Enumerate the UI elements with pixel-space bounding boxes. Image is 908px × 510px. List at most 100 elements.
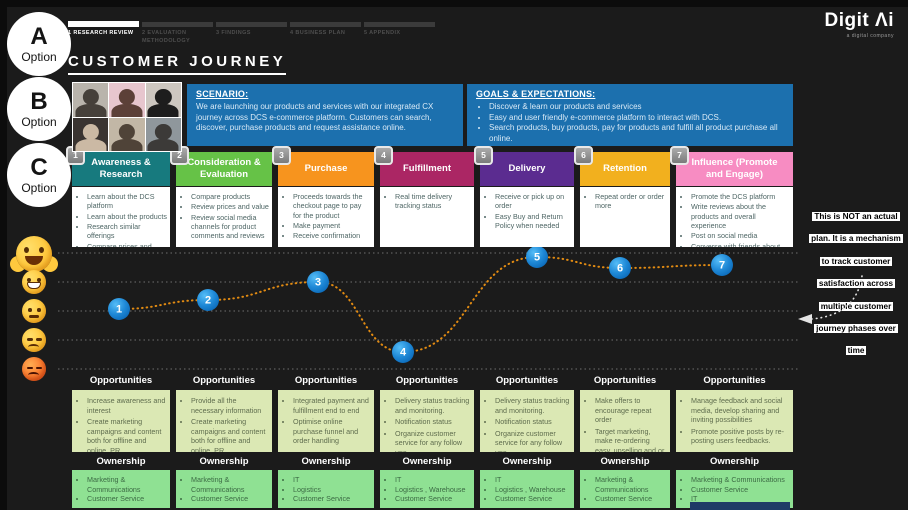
phase-title: Fulfillment [402,163,452,175]
bullet-item: Post on social media [691,231,790,240]
phase-title: Delivery [508,163,546,175]
bullet-item: Easy Buy and Return Policy when needed [495,212,571,231]
page-title: CUSTOMER JOURNEY [68,53,287,75]
chart-spacer [480,247,574,375]
progress-bar-segment [68,21,139,27]
neutral-emoji [22,299,46,323]
bullet-item: Proceeds towards the checkout page to pa… [293,192,371,220]
bullet-item: Logistics , Warehouse [495,485,571,495]
phase-number-badge: 7 [670,146,689,165]
option-b-button[interactable]: B Option [7,77,71,141]
phase-number-badge: 4 [374,146,393,165]
bullet-item: Notification status [495,417,571,427]
happy-emoji [22,270,46,294]
bullet-item: IT [395,475,471,485]
chart-spacer [580,247,670,375]
angry-emoji [22,357,46,381]
phase-header-7: 7 Influence (Promote and Engage) [670,146,793,186]
phase-title: Purchase [304,163,348,175]
phase-column-6: 6 Retention Repeat order or order more O… [574,146,670,508]
phase-number-badge: 6 [574,146,593,165]
step-label: 2 EVALUATION METHODOLOGY [142,30,191,44]
opportunities-card: Integrated payment and fulfillment end t… [278,390,374,452]
phase-activities-card: Real time delivery tracking status [380,187,474,247]
phase-number-badge: 5 [474,146,493,165]
phase-column-7: 7 Influence (Promote and Engage) Promote… [670,146,793,508]
avatar [73,83,109,117]
bullet-item: Compare products [191,192,269,201]
ownership-card: ITLogisticsCustomer Service [278,470,374,508]
ownership-title: Ownership [301,456,351,467]
journey-point-5: 5 [526,246,548,268]
progress-bar-segment [216,22,287,27]
disclaimer-text: This is NOT an actual plan. It is a mech… [809,212,903,356]
phase-activities-card: Learn about the DCS platformLearn about … [72,187,170,247]
goals-box: GOALS & EXPECTATIONS: Discover & learn o… [467,84,793,146]
journey-point-2: 2 [197,289,219,311]
chart-spacer [72,247,170,375]
option-c-button[interactable]: C Option [7,143,71,207]
opportunities-card: Manage feedback and social media, develo… [676,390,793,452]
journey-point-1: 1 [108,298,130,320]
unhappy-emoji [22,328,46,352]
opportunities-title: Opportunities [89,375,153,386]
step-business-plan[interactable]: 4 BUSINESS PLAN [290,20,361,46]
excited-emoji [16,236,52,272]
bullet-item: Organize customer service for any follow… [395,429,471,453]
svg-text:6: 6 [617,263,623,275]
bullet-item: Research similar offerings [87,222,167,241]
phase-title: Awareness & Research [91,157,151,180]
ownership-title: Ownership [709,456,760,467]
step-evaluation-methodology[interactable]: 2 EVALUATION METHODOLOGY [142,20,213,46]
svg-text:7: 7 [719,260,725,272]
option-a-button[interactable]: A Option [7,12,71,76]
bullet-item: Search products, buy products, pay for p… [489,123,784,144]
ownership-title: Ownership [600,456,650,467]
opportunities-card: Delivery status tracking and monitoring.… [380,390,474,452]
option-a-letter: A [30,22,48,50]
phase-header-1: 1 Awareness & Research [66,146,170,186]
phase-header-5: 5 Delivery [474,146,574,186]
footer-accent-bar [690,502,790,510]
ownership-title: Ownership [199,456,249,467]
phase-activities-card: Compare productsReview prices and valueR… [176,187,272,247]
opportunities-title: Opportunities [495,375,559,386]
bullet-item: Marketing & Communications [191,475,269,494]
bullet-item: Discover & learn our products and servic… [489,102,784,113]
bullet-item: IT [495,475,571,485]
phase-title: Influence (Promote and Engage) [691,157,778,180]
bullet-item: Real time delivery tracking status [395,192,471,211]
bullet-item: Review prices and value [191,202,269,211]
bullet-item: Receive confirmation [293,231,371,240]
bullet-item: Learn about the products [87,212,167,221]
bullet-item: Easy and user friendly e-commerce platfo… [489,113,784,124]
progress-bar-segment [364,22,435,27]
left-edge-strip [0,0,7,510]
progress-bar-segment [142,22,213,27]
bullet-item: Customer Service [595,494,667,504]
phase-column-1: 1 Awareness & Research Learn about the D… [66,146,170,508]
opportunities-title: Opportunities [703,375,766,386]
phase-header-6: 6 Retention [574,146,670,186]
bullet-item: Logistics , Warehouse [395,485,471,495]
brand-name: Digit Λi [824,10,894,31]
avatar [109,83,145,117]
step-appendix[interactable]: 5 APPENDIX [364,20,435,46]
opportunities-title: Opportunities [593,375,657,386]
ownership-title: Ownership [402,456,452,467]
opportunities-card: Increase awareness and interestCreate ma… [72,390,170,452]
step-research-review[interactable]: 1 RESEARCH REVIEW [68,20,139,46]
bullet-item: Provide all the necessary information [191,396,269,415]
bullet-item: Write reviews about the products and ove… [691,202,790,230]
bullet-item: Delivery status tracking and monitoring. [495,396,571,415]
bullet-item: Customer Service [191,494,269,504]
bullet-item: IT [293,475,371,485]
phase-activities-card: Proceeds towards the checkout page to pa… [278,187,374,247]
bullet-item: Make offers to encourage repeat order [595,396,667,425]
step-findings[interactable]: 3 FINDINGS [216,20,287,46]
ownership-card: ITLogistics , WarehouseCustomer Service [480,470,574,508]
phase-number-badge: 3 [272,146,291,165]
opportunities-card: Delivery status tracking and monitoring.… [480,390,574,452]
